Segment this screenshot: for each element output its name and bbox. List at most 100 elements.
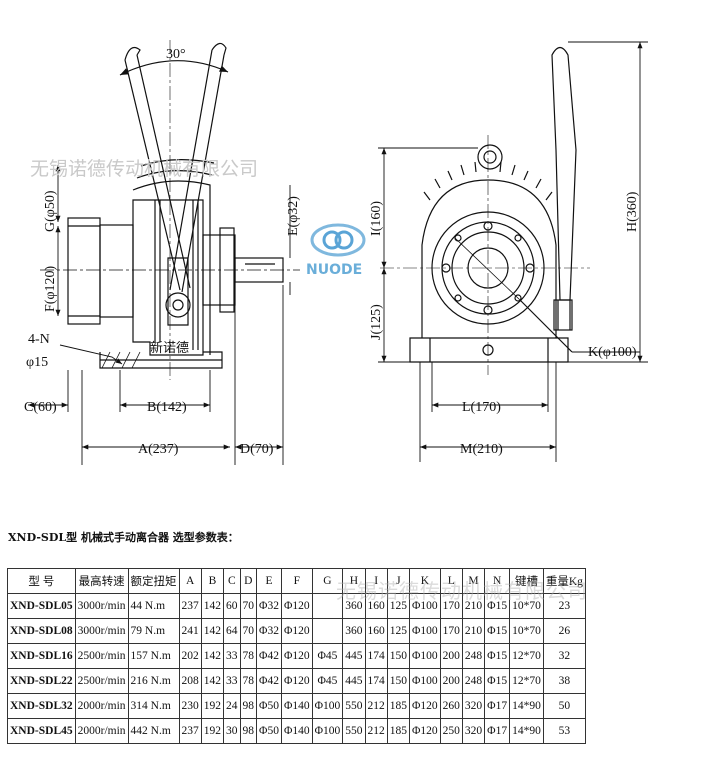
table-cell: 125	[386, 593, 411, 619]
dim-A: A(237)	[138, 442, 179, 457]
table-cell: 210	[461, 618, 486, 644]
body-emboss-text: 新诺德	[150, 340, 189, 355]
table-header-cell: A	[178, 568, 202, 594]
table-cell: 32	[542, 643, 586, 669]
table-cell: 185	[386, 693, 411, 719]
table-cell: 142	[200, 593, 225, 619]
table-header-cell: J	[386, 568, 411, 594]
table-header-cell: N	[484, 568, 511, 594]
table-cell: Φ120	[409, 693, 441, 719]
table-cell: Φ50	[256, 693, 282, 719]
table-cell: Φ32	[256, 593, 282, 619]
front-view-dimensions	[27, 165, 291, 465]
table-cell: Φ120	[280, 593, 313, 619]
dim-B: B(142)	[147, 400, 187, 415]
table-cell: 26	[542, 618, 586, 644]
table-cell: 70	[239, 593, 258, 619]
table-cell: 142	[200, 668, 225, 694]
table-cell: 14*90	[509, 718, 544, 744]
table-cell: Φ15	[484, 668, 511, 694]
table-cell: 98	[239, 693, 258, 719]
table-cell: 150	[386, 668, 411, 694]
table-cell: 445	[342, 643, 366, 669]
table-cell: 160	[364, 593, 388, 619]
table-cell: Φ100	[311, 718, 344, 744]
table-cell: 230	[178, 693, 202, 719]
side-view-dimensions	[378, 41, 648, 462]
table-header-cell: 重量Kg	[542, 568, 586, 594]
table-cell: 3000r/min	[74, 618, 129, 644]
table-cell: 44 N.m	[127, 593, 180, 619]
dim-E: E(φ32)	[286, 196, 301, 236]
dim-L: L(170)	[462, 400, 501, 415]
table-title: XND-SDL型 机械式手动离合器 选型参数表：	[8, 531, 239, 544]
table-cell: 212	[364, 693, 388, 719]
table-cell: 185	[386, 718, 411, 744]
table-cell: Φ120	[280, 643, 313, 669]
table-header-cell: G	[311, 568, 344, 594]
table-cell: 157 N.m	[127, 643, 180, 669]
dim-D: D(70)	[240, 442, 274, 457]
table-cell: 10*70	[509, 593, 544, 619]
table-cell: 2500r/min	[74, 643, 129, 669]
model-cell: XND-SDL32	[7, 693, 76, 719]
table-cell: Φ17	[484, 718, 511, 744]
table-cell: 12*70	[509, 668, 544, 694]
table-header-cell: 额定扭矩	[127, 568, 180, 594]
table-cell: 170	[439, 593, 463, 619]
table-cell: Φ100	[409, 668, 441, 694]
table-cell: 250	[439, 718, 463, 744]
table-cell: 142	[200, 643, 225, 669]
dim-I: I(160)	[369, 201, 384, 236]
table-header-cell: H	[342, 568, 366, 594]
table-cell: 320	[461, 718, 486, 744]
table-cell: 210	[461, 593, 486, 619]
table-header-cell: 最高转速	[74, 568, 129, 594]
table-cell: 241	[178, 618, 202, 644]
table-cell: 60	[223, 593, 241, 619]
table-header-cell: I	[364, 568, 388, 594]
model-cell: XND-SDL05	[7, 593, 76, 619]
table-cell: 445	[342, 668, 366, 694]
table-header-cell: E	[256, 568, 282, 594]
dim-M: M(210)	[460, 442, 503, 457]
table-cell: 360	[342, 593, 366, 619]
table-cell: 216 N.m	[127, 668, 180, 694]
table-cell: 98	[239, 718, 258, 744]
table-cell: Φ100	[409, 593, 441, 619]
table-cell: 64	[223, 618, 241, 644]
table-cell: 442 N.m	[127, 718, 180, 744]
table-cell: Φ140	[280, 693, 313, 719]
table-cell: 192	[200, 693, 225, 719]
table-cell: 125	[386, 618, 411, 644]
dim-G: G(φ50)	[43, 190, 58, 232]
table-cell: 33	[223, 643, 241, 669]
table-header-cell: B	[200, 568, 225, 594]
table-cell: Φ100	[409, 643, 441, 669]
table-cell: 237	[178, 593, 202, 619]
logo-text: NUODE	[306, 262, 362, 278]
table-cell: 23	[542, 593, 586, 619]
table-cell: 10*70	[509, 618, 544, 644]
table-cell: 314 N.m	[127, 693, 180, 719]
table-cell: 260	[439, 693, 463, 719]
angle-label: 30°	[166, 47, 186, 62]
table-cell: 24	[223, 693, 241, 719]
table-cell: 208	[178, 668, 202, 694]
table-cell: 192	[200, 718, 225, 744]
table-cell: Φ120	[280, 668, 313, 694]
table-cell: 170	[439, 618, 463, 644]
table-cell: 38	[542, 668, 586, 694]
dim-H: H(360)	[625, 191, 640, 232]
table-cell: Φ15	[484, 618, 511, 644]
table-cell: Φ50	[256, 718, 282, 744]
table-cell: Φ42	[256, 668, 282, 694]
table-cell: Φ32	[256, 618, 282, 644]
table-cell: 320	[461, 693, 486, 719]
